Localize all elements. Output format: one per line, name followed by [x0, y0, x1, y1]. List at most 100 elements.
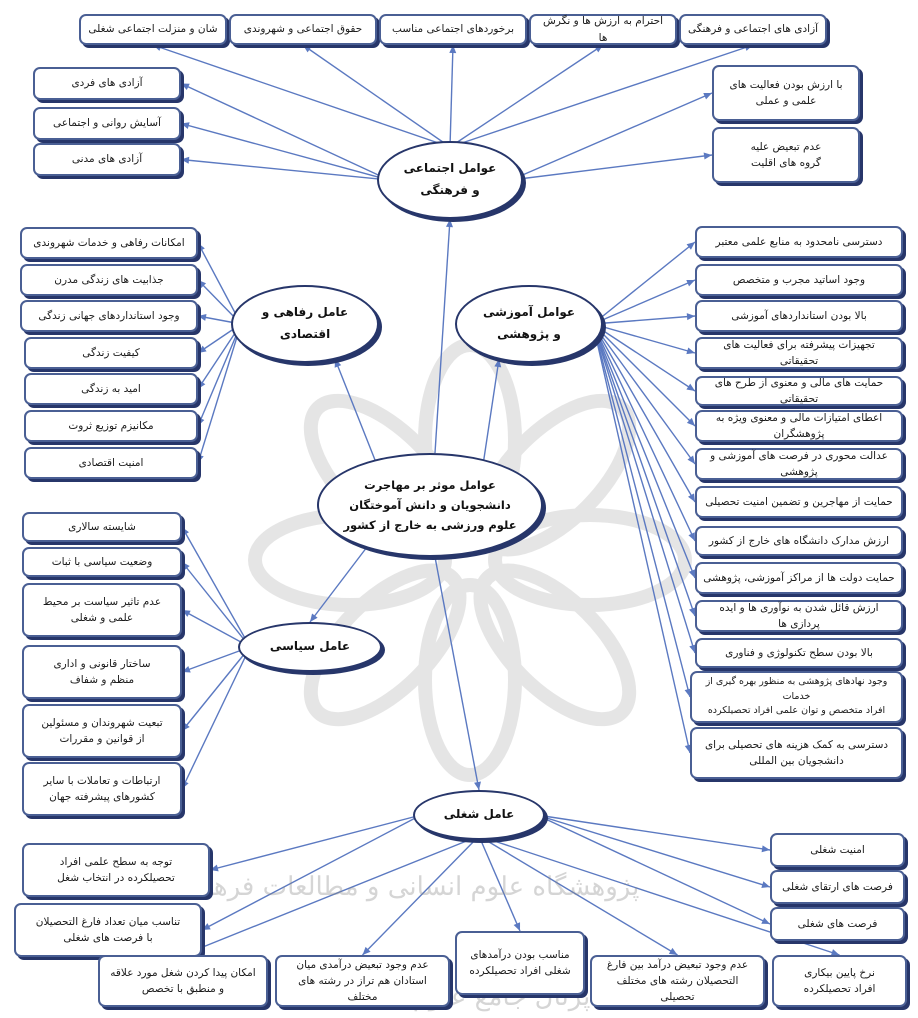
social-top-4[interactable]: احترام به ارزش ها و نگرش ها: [529, 14, 677, 45]
connector-education-item-5: [592, 323, 696, 392]
education-item-9[interactable]: ارزش مدارک دانشگاه های خارج از کشور: [695, 526, 903, 556]
political-item-3[interactable]: عدم تاثیر سیاست بر محیط علمی و شغلی: [22, 583, 182, 637]
connector-center-social: [434, 218, 451, 454]
social-left-3[interactable]: آزادی های مدنی: [33, 143, 181, 176]
arrowhead: [197, 417, 205, 426]
welfare-item-3[interactable]: وجود استانداردهای جهانی زندگی: [20, 300, 198, 332]
arrowhead: [703, 152, 712, 160]
connector-social-top-1: [152, 44, 451, 148]
social-right-2[interactable]: عدم تبعیض علیه گروه های اقلیت: [712, 127, 860, 183]
job-bottom-5[interactable]: نرخ پایین بیکاری افراد تحصیلکرده: [772, 955, 907, 1007]
watermark-text-1: پژوهشگاه علوم انسانی و مطالعات فرهنگی: [170, 872, 640, 902]
arrowhead: [210, 864, 219, 872]
welfare-item-7[interactable]: امنیت اقتصادی: [24, 447, 198, 479]
connector-education-item-12: [592, 323, 696, 654]
education-item-1[interactable]: دسترسی نامحدود به منابع علمی معتبر: [695, 226, 903, 258]
job-bottom-3[interactable]: مناسب بودن درآمدهای شغلی افراد تحصیلکرده: [455, 931, 585, 995]
arrowhead: [198, 345, 207, 353]
social-left-1[interactable]: آزادی های فردی: [33, 67, 181, 100]
welfare-item-6[interactable]: مکانیزم توزیع ثروت: [24, 410, 198, 442]
arrowhead: [686, 347, 695, 355]
education-item-5[interactable]: حمایت های مالی و معنوی از طرح های تحقیقا…: [695, 376, 903, 406]
job-bottom-1[interactable]: امکان پیدا کردن شغل مورد علاقه و منطبق ب…: [98, 955, 268, 1007]
welfare-item-2[interactable]: جذابیت های زندگی مدرن: [20, 264, 198, 296]
welfare-item-5[interactable]: امید به زندگی: [24, 373, 198, 405]
social-cultural-node[interactable]: عوامل اجتماعی و فرهنگی: [377, 141, 523, 219]
arrowhead: [474, 781, 481, 790]
political-item-4[interactable]: ساختار قانونی و اداری منظم و شفاف: [22, 645, 182, 699]
arrowhead: [684, 688, 692, 697]
job-right-3[interactable]: فرصت های شغلی: [770, 907, 905, 941]
welfare-item-1[interactable]: امکانات رفاهی و خدمات شهروندی: [20, 227, 198, 259]
arrowhead: [310, 613, 318, 622]
education-item-6[interactable]: اعطای امتیازات مالی و معنوی ویژه به پژوه…: [695, 410, 903, 442]
arrowhead: [703, 92, 712, 100]
political-item-2[interactable]: وضعیت سیاسی با ثبات: [22, 547, 182, 577]
arrowhead: [197, 454, 204, 463]
education-item-11[interactable]: ارزش قائل شدن به نوآوری ها و ایده پردازی…: [695, 600, 903, 632]
welfare-economic-node[interactable]: عامل رفاهی و اقتصادی: [231, 285, 379, 363]
education-item-8[interactable]: حمایت از مهاجرین و تضمین امنیت تحصیلی: [695, 486, 903, 518]
connector-social-top-5: [449, 44, 754, 148]
job-right-1[interactable]: امنیت شغلی: [770, 833, 905, 867]
job-left-2[interactable]: تناسب میان تعداد فارغ التحصیلان با فرصت …: [14, 903, 202, 957]
social-right-1[interactable]: با ارزش بودن فعالیت های علمی و عملی: [712, 65, 860, 121]
social-top-5[interactable]: آزادی های اجتماعی و فرهنگی: [679, 14, 827, 45]
arrowhead: [445, 219, 453, 228]
arrowhead: [686, 383, 695, 391]
arrowhead: [830, 949, 840, 956]
connector-job-right-1: [536, 814, 771, 851]
connector-social-right-2: [510, 154, 713, 181]
arrowhead: [687, 493, 695, 502]
arrowhead: [494, 359, 502, 368]
arrowhead: [686, 313, 695, 321]
connector-education-item-10: [592, 323, 696, 579]
political-node[interactable]: عامل سیاسی: [238, 622, 382, 672]
arrowhead: [182, 665, 191, 673]
education-item-3[interactable]: بالا بودن استانداردهای آموزشی: [695, 300, 903, 332]
job-right-2[interactable]: فرصت های ارتقای شغلی: [770, 870, 905, 904]
connector-lines: [152, 44, 840, 956]
connector-job-right-3: [536, 814, 771, 925]
arrowhead: [687, 455, 695, 464]
job-bottom-4[interactable]: عدم وجود تبعیض درآمد بین فارغ التحصیلان …: [590, 955, 765, 1007]
education-item-4[interactable]: تجهیزات پیشرفته برای فعالیت های تحقیقاتی: [695, 337, 903, 369]
arrowhead: [198, 243, 205, 252]
education-research-node[interactable]: عوامل آموزشی و پژوهشی: [455, 285, 603, 363]
arrowhead: [181, 83, 190, 91]
education-item-14[interactable]: دسترسی به کمک هزینه های تحصیلی برای دانش…: [690, 727, 903, 779]
education-item-10[interactable]: حمایت دولت ها از مراکز آموزشی، پژوهشی: [695, 562, 903, 594]
social-top-2[interactable]: حقوق اجتماعی و شهروندی: [229, 14, 377, 45]
political-item-5[interactable]: تبعیت شهروندان و مسئولین از قوانین و مقر…: [22, 704, 182, 758]
education-item-7[interactable]: عدالت محوری در فرصت های آموزشی و پژوهشی: [695, 448, 903, 480]
connector-social-top-3: [449, 44, 454, 148]
arrowhead: [594, 45, 603, 53]
political-item-6[interactable]: ارتباطات و تعاملات با سایر کشورهای پیشرف…: [22, 762, 182, 816]
social-top-1[interactable]: شان و منزلت اجتماعی شغلی: [79, 14, 227, 45]
arrowhead: [182, 562, 190, 571]
arrowhead: [198, 380, 206, 389]
job-left-1[interactable]: توجه به سطح علمی افراد تحصیلکرده در انتخ…: [22, 843, 210, 897]
connector-social-left-2: [180, 122, 390, 181]
education-item-13[interactable]: وجود نهادهای پژوهشی به منظور بهره گیری ا…: [690, 671, 903, 723]
connector-job-bottom-4: [478, 835, 678, 956]
connector-education-item-3: [592, 315, 696, 325]
arrowhead: [761, 881, 770, 888]
education-item-2[interactable]: وجود اساتید مجرب و متخصص: [695, 264, 903, 296]
job-node[interactable]: عامل شغلی: [413, 790, 545, 840]
social-top-3[interactable]: برخوردهای اجتماعی مناسب: [379, 14, 527, 45]
arrowhead: [182, 527, 189, 536]
connector-education-item-11: [592, 323, 696, 617]
connector-social-top-4: [449, 44, 604, 148]
center-node[interactable]: عوامل موثر بر مهاجرت دانشجویان و دانش آم…: [317, 453, 543, 557]
watermark-petal: [473, 563, 637, 727]
education-item-12[interactable]: بالا بودن سطح تکنولوژی و فناوری: [695, 638, 903, 668]
arrowhead: [668, 947, 678, 955]
connector-welfare-item-6: [197, 323, 242, 427]
political-item-1[interactable]: شایسته سالاری: [22, 512, 182, 542]
connector-political-item-1: [181, 526, 251, 648]
job-bottom-2[interactable]: عدم وجود تبعیض درآمدی میان استادان هم تر…: [275, 955, 450, 1007]
welfare-item-4[interactable]: کیفیت زندگی: [24, 337, 198, 369]
social-left-2[interactable]: آسایش روانی و اجتماعی: [33, 107, 181, 140]
